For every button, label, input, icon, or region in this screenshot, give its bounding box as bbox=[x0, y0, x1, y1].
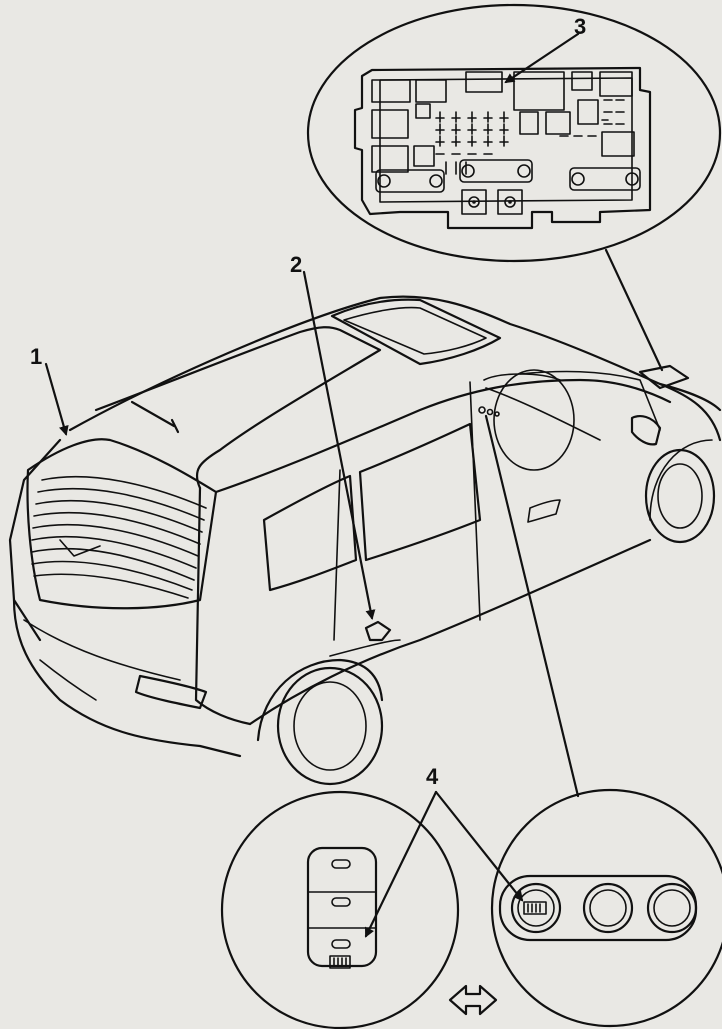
callout-3: 3 bbox=[574, 14, 586, 39]
rear-window-defogger-grid bbox=[31, 475, 207, 599]
callout-4: 4 bbox=[426, 764, 439, 789]
either-way-arrow-icon bbox=[448, 984, 498, 1016]
engine-bay-fuse-box bbox=[638, 364, 690, 390]
defogger-button-icon bbox=[523, 901, 547, 915]
defogger-switch-icon bbox=[329, 955, 351, 969]
fuse-block-relay bbox=[465, 71, 503, 93]
switch-detail-right bbox=[490, 788, 722, 1028]
leader-lines bbox=[44, 32, 580, 938]
vehicle-outline bbox=[8, 295, 722, 786]
switch-detail-left bbox=[220, 790, 460, 1029]
callout-2: 2 bbox=[290, 252, 302, 277]
callout-1: 1 bbox=[30, 344, 42, 369]
fuse-box-detail bbox=[306, 3, 722, 372]
